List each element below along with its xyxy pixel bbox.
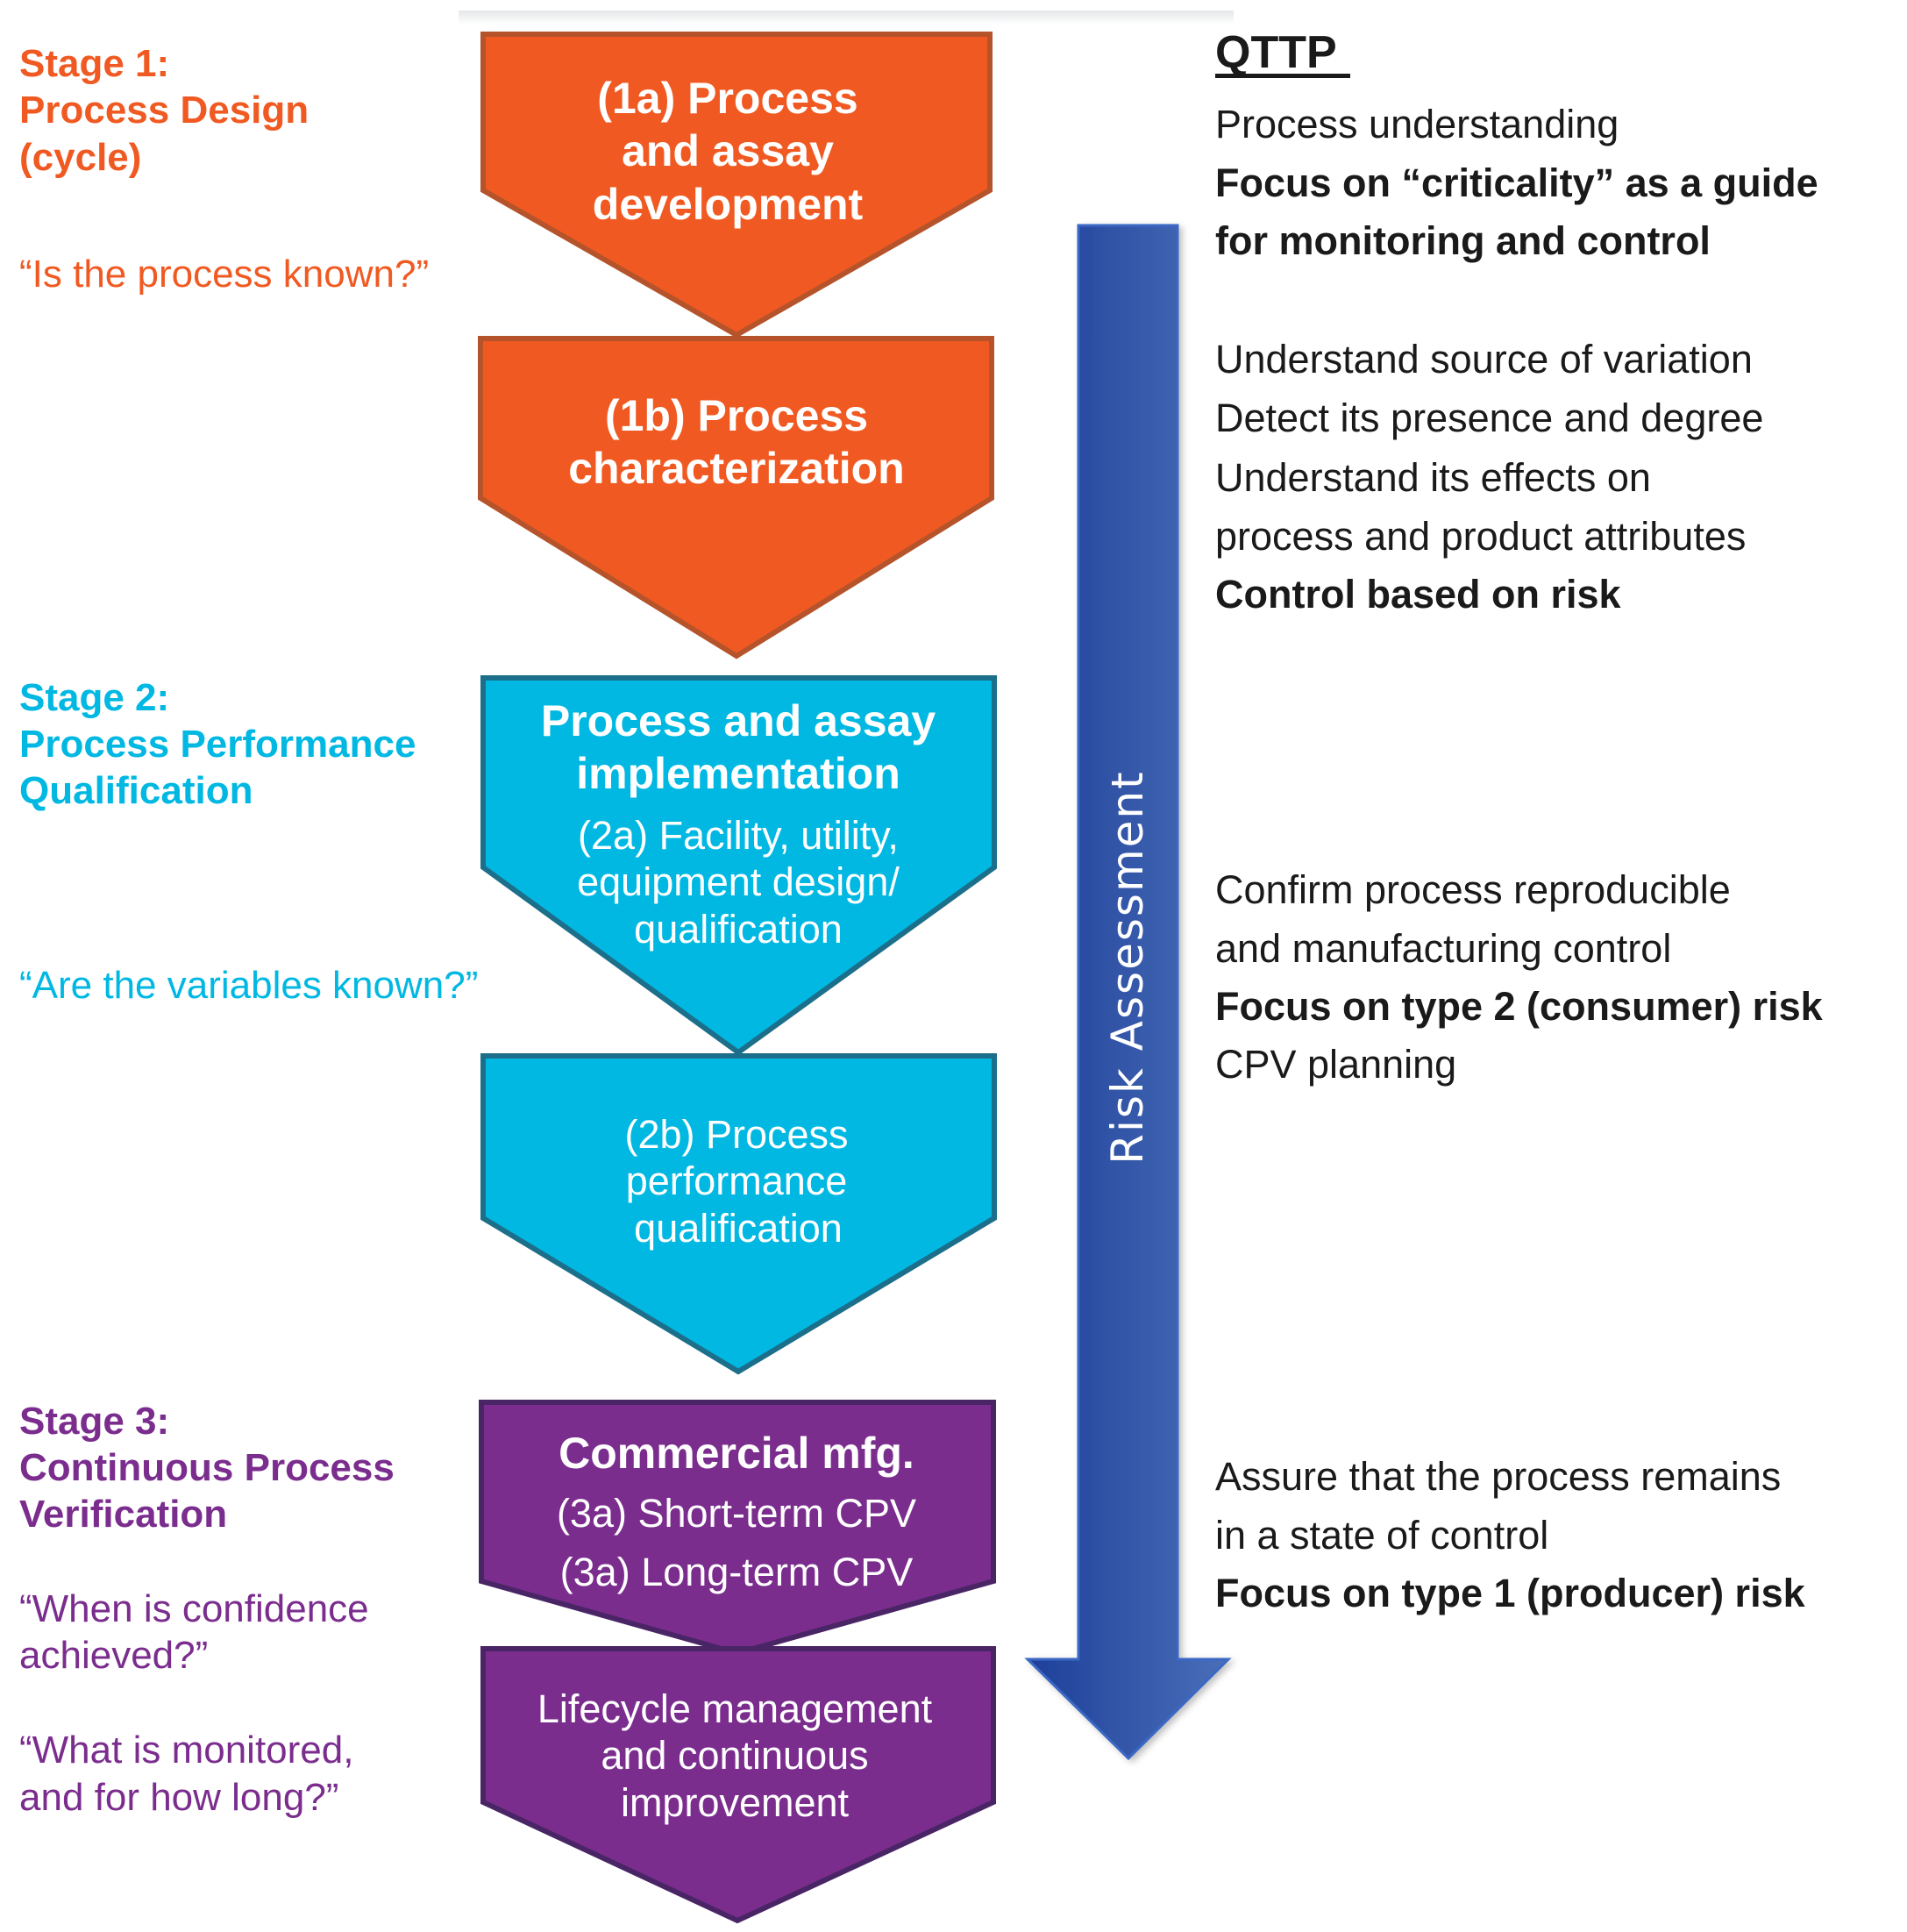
box-3a-line: (3a) Short-term CPV bbox=[557, 1491, 916, 1536]
box-2a-heading: implementation bbox=[576, 749, 900, 798]
box-1a-shape bbox=[480, 32, 993, 339]
box-3a-line: (3a) Long-term CPV bbox=[560, 1550, 914, 1594]
box-2a-line: qualification bbox=[634, 907, 843, 952]
box-3b-line: and continuous bbox=[601, 1733, 868, 1778]
stage-3-title: Verification bbox=[19, 1493, 227, 1536]
box-1b-line: characterization bbox=[568, 444, 904, 493]
box-2a-shape bbox=[480, 675, 997, 1056]
stage-3-question: “When is confidence bbox=[19, 1587, 369, 1630]
stage-3-title: Continuous Process bbox=[19, 1446, 395, 1489]
box-2a-line: (2a) Facility, utility, bbox=[578, 813, 899, 858]
box-1a-line: development bbox=[593, 180, 864, 229]
qttp-line: Understand its effects on bbox=[1215, 455, 1651, 500]
box-3a-heading: Commercial mfg. bbox=[559, 1429, 914, 1478]
box-2a-line: equipment design/ bbox=[577, 859, 900, 904]
stage-3-question: “What is monitored, bbox=[19, 1729, 353, 1772]
box-3b-line: Lifecycle management bbox=[537, 1686, 933, 1731]
box-1a-line: (1a) Process bbox=[597, 74, 857, 123]
qttp-panel: QTTP Process understanding Focus on “cri… bbox=[1215, 27, 1824, 1615]
qttp-line: in a state of control bbox=[1215, 1513, 1548, 1558]
qttp-line: Confirm process reproducible bbox=[1215, 867, 1731, 912]
box-3b-line: improvement bbox=[621, 1780, 850, 1825]
qttp-line: for monitoring and control bbox=[1215, 218, 1711, 263]
qttp-title: QTTP bbox=[1215, 27, 1337, 78]
stage-2-title: Stage 2: bbox=[19, 676, 169, 719]
stage-2-title: Qualification bbox=[19, 769, 253, 812]
box-3a: Commercial mfg. (3a) Short-term CPV (3a)… bbox=[557, 1429, 916, 1594]
top-rule bbox=[459, 11, 1234, 25]
qttp-line: Focus on type 1 (producer) risk bbox=[1215, 1571, 1806, 1615]
box-1a-line: and assay bbox=[622, 126, 834, 175]
box-3b: Lifecycle management and continuous impr… bbox=[537, 1686, 933, 1825]
stage-2-label: Stage 2: Process Performance Qualificati… bbox=[19, 676, 478, 1007]
qttp-line: Understand source of variation bbox=[1215, 337, 1753, 381]
box-1a: (1a) Process and assay development bbox=[593, 74, 864, 229]
box-3a-shape bbox=[479, 1400, 996, 1657]
box-2b-line: (2b) Process bbox=[624, 1112, 848, 1157]
box-2b: (2b) Process performance qualification bbox=[624, 1112, 848, 1251]
risk-assessment-arrow bbox=[1024, 224, 1232, 1761]
stage-1-label: Stage 1: Process Design (cycle) “Is the … bbox=[19, 42, 429, 296]
risk-assessment-label: Risk Assessment bbox=[1102, 770, 1153, 1164]
box-2a: Process and assay implementation (2a) Fa… bbox=[541, 696, 936, 952]
box-3b-shape bbox=[480, 1646, 996, 1924]
qttp-title-underline bbox=[1215, 74, 1350, 78]
stage-2-title: Process Performance bbox=[19, 723, 416, 766]
box-2b-line: qualification bbox=[634, 1206, 843, 1251]
qttp-line: Detect its presence and degree bbox=[1215, 396, 1763, 440]
stage-3-label: Stage 3: Continuous Process Verification… bbox=[19, 1400, 395, 1819]
stage-1-question: “Is the process known?” bbox=[19, 253, 429, 296]
qttp-line: and manufacturing control bbox=[1215, 926, 1671, 971]
box-1b-line: (1b) Process bbox=[605, 391, 868, 440]
stage-1-title: Stage 1: bbox=[19, 42, 169, 85]
box-2b-line: performance bbox=[626, 1158, 848, 1203]
box-1b: (1b) Process characterization bbox=[568, 391, 904, 493]
box-2a-heading: Process and assay bbox=[541, 696, 936, 745]
stage-2-question: “Are the variables known?” bbox=[19, 964, 478, 1007]
qttp-line: Focus on type 2 (consumer) risk bbox=[1215, 984, 1824, 1029]
box-2b-shape bbox=[480, 1053, 997, 1375]
qttp-line: process and product attributes bbox=[1215, 514, 1746, 559]
box-1b-shape bbox=[478, 336, 994, 659]
stage-3-title: Stage 3: bbox=[19, 1400, 169, 1443]
stage-1-title: (cycle) bbox=[19, 136, 141, 179]
qttp-line: Process understanding bbox=[1215, 102, 1619, 146]
qttp-line: Focus on “criticality” as a guide bbox=[1215, 160, 1818, 205]
stage-3-question: and for how long?” bbox=[19, 1776, 338, 1819]
qttp-line: CPV planning bbox=[1215, 1042, 1456, 1087]
qttp-line: Assure that the process remains bbox=[1215, 1454, 1781, 1499]
stage-1-title: Process Design bbox=[19, 89, 309, 132]
stage-3-question: achieved?” bbox=[19, 1634, 208, 1677]
qttp-line: Control based on risk bbox=[1215, 572, 1622, 617]
